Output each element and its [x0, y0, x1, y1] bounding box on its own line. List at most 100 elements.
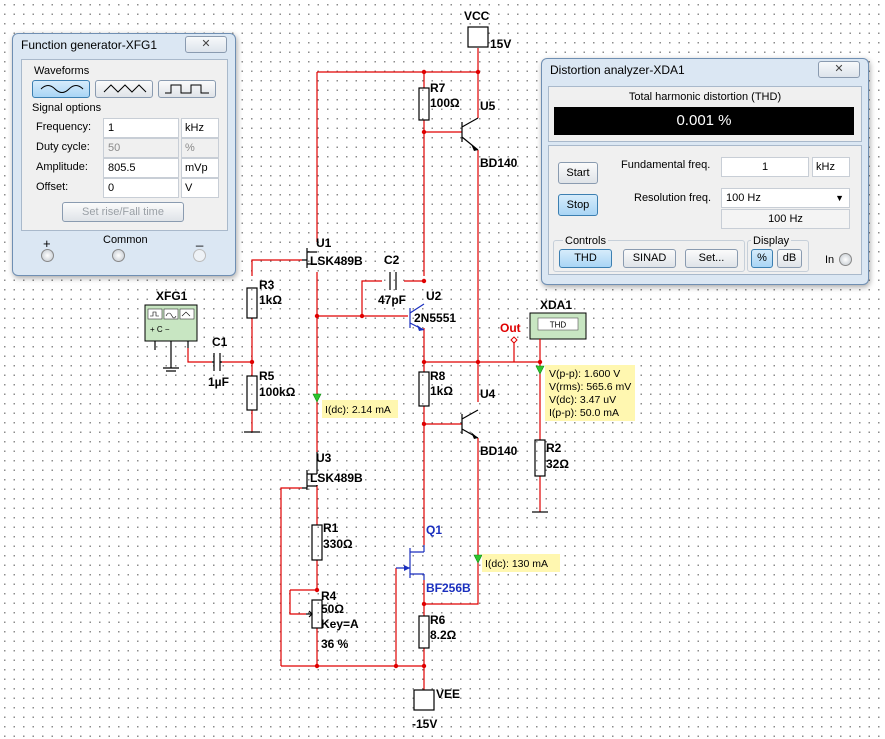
- fundamental-freq-label: Fundamental freq.: [621, 159, 711, 171]
- r3-ref: R3: [259, 278, 275, 292]
- r2-value: 32Ω: [546, 457, 569, 471]
- sine-wave-icon: [40, 85, 84, 93]
- amplitude-unit[interactable]: mVp: [181, 158, 219, 178]
- controls-label: Controls: [563, 235, 608, 247]
- r4-ref: R4: [321, 589, 337, 603]
- function-generator-title: Function generator-XFG1: [21, 38, 158, 52]
- fundamental-freq-unit[interactable]: kHz: [812, 157, 850, 177]
- r6-ref: R6: [430, 613, 446, 627]
- resolution-freq-label: Resolution freq.: [634, 192, 712, 204]
- transistor-u4[interactable]: U4 BD140: [461, 387, 518, 458]
- duty-cycle-label: Duty cycle:: [36, 141, 90, 153]
- sinad-button[interactable]: SINAD: [623, 249, 676, 268]
- vcc-value: 15V: [490, 37, 511, 51]
- resistor-r1[interactable]: R1 330Ω: [311, 521, 353, 561]
- probe-out-vdc: V(dc): 3.47 uV: [549, 394, 616, 406]
- vee-value: -15V: [412, 717, 437, 731]
- vee-source[interactable]: VEE -15V: [412, 687, 460, 731]
- capacitor-c2[interactable]: C2 47pF: [378, 253, 406, 307]
- out-marker[interactable]: Out: [500, 321, 521, 344]
- resistor-r2[interactable]: R2 32Ω: [532, 439, 569, 513]
- thd-readout: 0.001 %: [554, 107, 854, 135]
- resistor-r6[interactable]: R6 8.2Ω: [418, 613, 457, 649]
- vcc-label: VCC: [464, 9, 490, 23]
- sine-wave-button[interactable]: [32, 80, 90, 98]
- set-button[interactable]: Set...: [685, 249, 738, 268]
- transistor-u5[interactable]: U5 BD140: [461, 99, 518, 170]
- u1-ref: U1: [316, 236, 332, 250]
- common-terminal[interactable]: [112, 249, 125, 262]
- amplitude-input[interactable]: 805.5: [103, 158, 179, 178]
- resistor-r8[interactable]: R8 1kΩ: [418, 369, 453, 407]
- probe-u1[interactable]: I(dc): 2.14 mA: [312, 393, 398, 418]
- square-wave-button[interactable]: [158, 80, 216, 98]
- frequency-unit[interactable]: kHz: [181, 118, 219, 138]
- set-rise-fall-time-button[interactable]: Set rise/Fall time: [62, 202, 184, 222]
- percent-button[interactable]: %: [751, 249, 773, 268]
- in-terminal[interactable]: [839, 253, 852, 266]
- close-icon[interactable]: ✕: [818, 61, 860, 78]
- stop-button[interactable]: Stop: [558, 194, 598, 216]
- c2-value: 47pF: [378, 293, 406, 307]
- u5-part: BD140: [480, 156, 518, 170]
- jfet-u3[interactable]: U3 LSK489B: [302, 451, 363, 490]
- transistor-u2[interactable]: U2 2N5551: [409, 289, 456, 331]
- u3-part: LSK489B: [310, 471, 363, 485]
- c1-value: 1µF: [208, 375, 229, 389]
- resolution-freq-selected: 100 Hz: [726, 192, 761, 204]
- plus-terminal-label: +: [43, 236, 51, 251]
- probe-out[interactable]: V(p-p): 1.600 V V(rms): 565.6 mV V(dc): …: [535, 365, 635, 421]
- fundamental-freq-input[interactable]: 1: [721, 157, 809, 177]
- u5-ref: U5: [480, 99, 496, 113]
- resistor-r3[interactable]: R3 1kΩ: [246, 278, 282, 319]
- common-terminal-label: Common: [103, 234, 148, 246]
- jfet-u1[interactable]: U1 LSK489B: [302, 236, 363, 268]
- in-label: In: [825, 254, 835, 266]
- r7-value: 100Ω: [430, 96, 460, 110]
- plus-terminal[interactable]: [41, 249, 54, 262]
- probe-u4[interactable]: I(dc): 130 mA: [473, 554, 560, 572]
- triangle-wave-icon: [103, 84, 147, 93]
- function-generator-xfg1-symbol[interactable]: XFG1 + C −: [144, 289, 198, 372]
- waveforms-label: Waveforms: [34, 65, 90, 77]
- thd-button[interactable]: THD: [559, 249, 612, 268]
- function-generator-window: Function generator-XFG1 ✕ Waveforms Sign…: [12, 33, 236, 276]
- resistor-r7[interactable]: R7 100Ω: [418, 81, 460, 121]
- signal-options-label: Signal options: [32, 102, 102, 114]
- xda1-ref: XDA1: [540, 298, 572, 312]
- close-icon[interactable]: ✕: [185, 36, 227, 53]
- potentiometer-r4[interactable]: R4 50Ω Key=A 36 %: [306, 589, 359, 651]
- probe-out-vpp: V(p-p): 1.600 V: [549, 368, 620, 380]
- offset-input[interactable]: 0: [103, 178, 179, 198]
- u3-ref: U3: [316, 451, 332, 465]
- xfg1-ref: XFG1: [156, 289, 188, 303]
- c1-ref: C1: [212, 335, 228, 349]
- offset-label: Offset:: [36, 181, 69, 193]
- vee-label: VEE: [436, 687, 460, 701]
- resolution-freq-select[interactable]: 100 Hz ▼: [721, 188, 850, 208]
- capacitor-c1[interactable]: C1 1µF: [208, 335, 229, 389]
- distortion-analyzer-window: Distortion analyzer-XDA1 ✕ Total harmoni…: [541, 58, 869, 285]
- start-button[interactable]: Start: [558, 162, 598, 184]
- r5-ref: R5: [259, 369, 275, 383]
- vcc-source[interactable]: VCC 15V: [464, 9, 511, 51]
- jfet-q1[interactable]: Q1 BF256B: [396, 523, 471, 595]
- u4-part: BD140: [480, 444, 518, 458]
- distortion-analyzer-xda1-symbol[interactable]: XDA1 THD: [529, 298, 587, 362]
- chevron-down-icon: ▼: [835, 193, 844, 203]
- frequency-input[interactable]: 1: [103, 118, 179, 138]
- minus-terminal[interactable]: [193, 249, 206, 262]
- r7-ref: R7: [430, 81, 446, 95]
- r5-value: 100kΩ: [259, 385, 296, 399]
- thd-header: Total harmonic distortion (THD): [628, 91, 782, 103]
- c2-ref: C2: [384, 253, 400, 267]
- db-button[interactable]: dB: [777, 249, 802, 268]
- triangle-wave-button[interactable]: [95, 80, 153, 98]
- distortion-analyzer-title: Distortion analyzer-XDA1: [550, 63, 685, 77]
- amplitude-label: Amplitude:: [36, 161, 88, 173]
- probe-out-vrms: V(rms): 565.6 mV: [549, 381, 631, 393]
- probe-idc2-text: I(dc): 130 mA: [485, 558, 548, 570]
- resistor-r5[interactable]: R5 100kΩ: [244, 369, 296, 433]
- offset-unit[interactable]: V: [181, 178, 219, 198]
